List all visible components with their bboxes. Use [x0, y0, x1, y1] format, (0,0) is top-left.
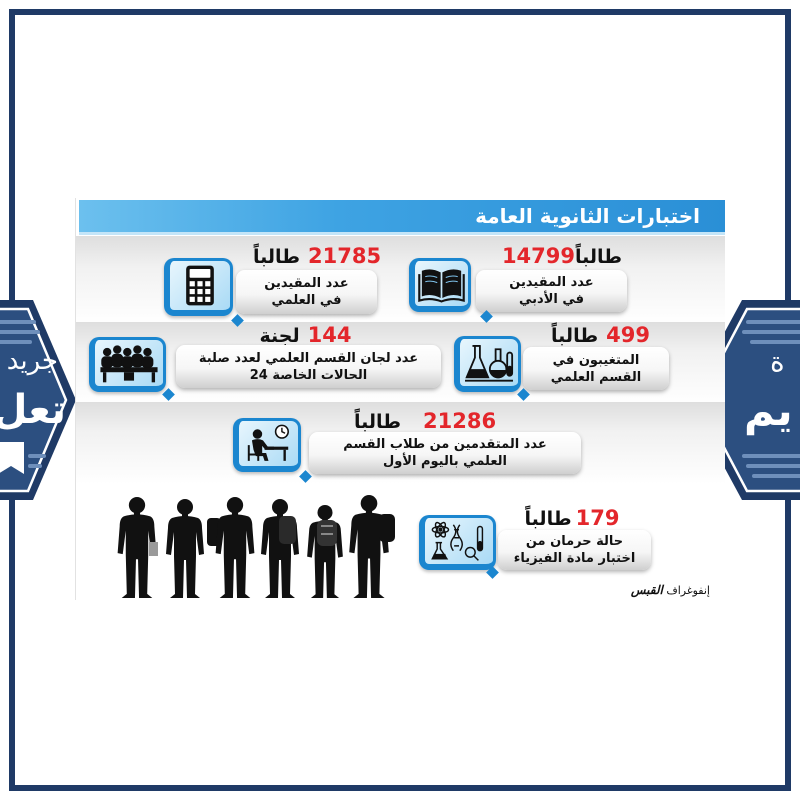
students-silhouettes-icon [117, 495, 395, 598]
stat-card: المتغيبون في القسم العلمي [523, 347, 669, 390]
stat-number: 21286 [423, 409, 497, 433]
stat-unit: طالباً [353, 411, 401, 433]
stat-committees-count: 144 لجنة [259, 322, 352, 349]
science-tools-icon [431, 521, 484, 561]
logo-right-top-text: ة [770, 345, 785, 378]
stat-label-line: حالة حرمان من [525, 534, 624, 549]
infographic-credit: إنفوغراف القبس [631, 583, 710, 598]
icon-box [233, 418, 301, 472]
icon-box [409, 258, 471, 312]
stat-card: عدد المتقدمين من طلاب القسم العلمي باليو… [309, 432, 581, 474]
stat-unit: طالباً [575, 246, 623, 268]
calculator-icon [186, 265, 214, 306]
credit-prefix: إنفوغراف [666, 584, 710, 597]
stat-label-line: عدد لجان القسم العلمي لعدد صلبة [198, 350, 419, 366]
student-silhouette [261, 499, 299, 598]
stat-absent-count: 499 طالباً [546, 322, 655, 349]
stat-label-line: القسم العلمي [550, 369, 642, 385]
stat-unit: طالباً [524, 508, 572, 530]
backpack-shape [379, 514, 395, 542]
stat-literary-enrolled-count: 14799 طالباً [501, 243, 623, 270]
title-underline [79, 232, 725, 235]
student-silhouette [166, 499, 204, 598]
logo-left-bottom-text: تعل [0, 387, 66, 433]
student-silhouette [349, 495, 389, 598]
stat-card: عدد لجان القسم العلمي لعدد صلبة الحالات … [176, 345, 441, 388]
icon-box [89, 337, 166, 392]
student-desk-clock-icon [247, 424, 289, 461]
infographic-title: اختبارات الثانوية العامة [475, 204, 700, 228]
logo-left-top-text: جريد [6, 346, 58, 376]
open-book-icon [418, 269, 465, 303]
icon-box [454, 336, 521, 392]
students-group-icon [100, 345, 158, 383]
stat-label-line: اختبار مادة الفيزياء [513, 551, 636, 566]
stat-card: حالة حرمان من اختبار مادة الفيزياء [498, 530, 651, 570]
stat-unit: طالباً [252, 246, 300, 268]
credit-brand: القبس [630, 583, 663, 597]
lab-flasks-icon [465, 345, 514, 382]
stat-label-line: الحالات الخاصة 24 [249, 367, 368, 383]
stat-card: عدد المقيدين في الأدبي [476, 270, 627, 312]
logo-badge-left: جريد تعل [0, 296, 80, 504]
icon-box [419, 515, 496, 570]
stat-unit: طالباً [551, 325, 599, 347]
backpack-shape [279, 516, 296, 544]
stat-label-line: العلمي باليوم الأول [382, 454, 508, 469]
logo-right-bottom-text: يم [744, 386, 793, 435]
stat-label-line: عدد المقيدين [264, 276, 349, 291]
logo-bookmark-icon [0, 442, 24, 474]
student-silhouette [307, 504, 343, 598]
infographic: اختبارات الثانوية العامة 14799 طالباً عد… [75, 198, 725, 600]
stat-number: 499 [606, 323, 650, 347]
stat-label-line: المتغيبون في [552, 352, 640, 368]
icon-box [164, 258, 233, 316]
stat-physics-banned-count: 179 طالباً [525, 505, 620, 532]
stat-label-line: في الأدبي [518, 292, 585, 307]
student-silhouette [215, 497, 255, 598]
stat-label-line: عدد المقيدين [509, 275, 594, 290]
stat-unit: لجنة [259, 325, 300, 347]
stat-number: 14799 [501, 244, 575, 268]
stat-first-day-attendees-count: 21286 طالباً [351, 408, 499, 435]
logo-hexagon-left [0, 300, 76, 500]
title-bar: اختبارات الثانوية العامة [79, 200, 725, 232]
stat-number: 144 [307, 323, 352, 347]
stat-number: 179 [575, 506, 620, 530]
stat-label-line: عدد المتقدمين من طلاب القسم [343, 437, 547, 452]
stat-label-line: في العلمي [271, 293, 342, 308]
papers-shape [149, 542, 158, 556]
stat-card: عدد المقيدين في العلمي [236, 270, 377, 314]
stat-number: 21785 [308, 244, 382, 268]
stat-science-enrolled-count: 21785 طالباً [253, 243, 381, 270]
